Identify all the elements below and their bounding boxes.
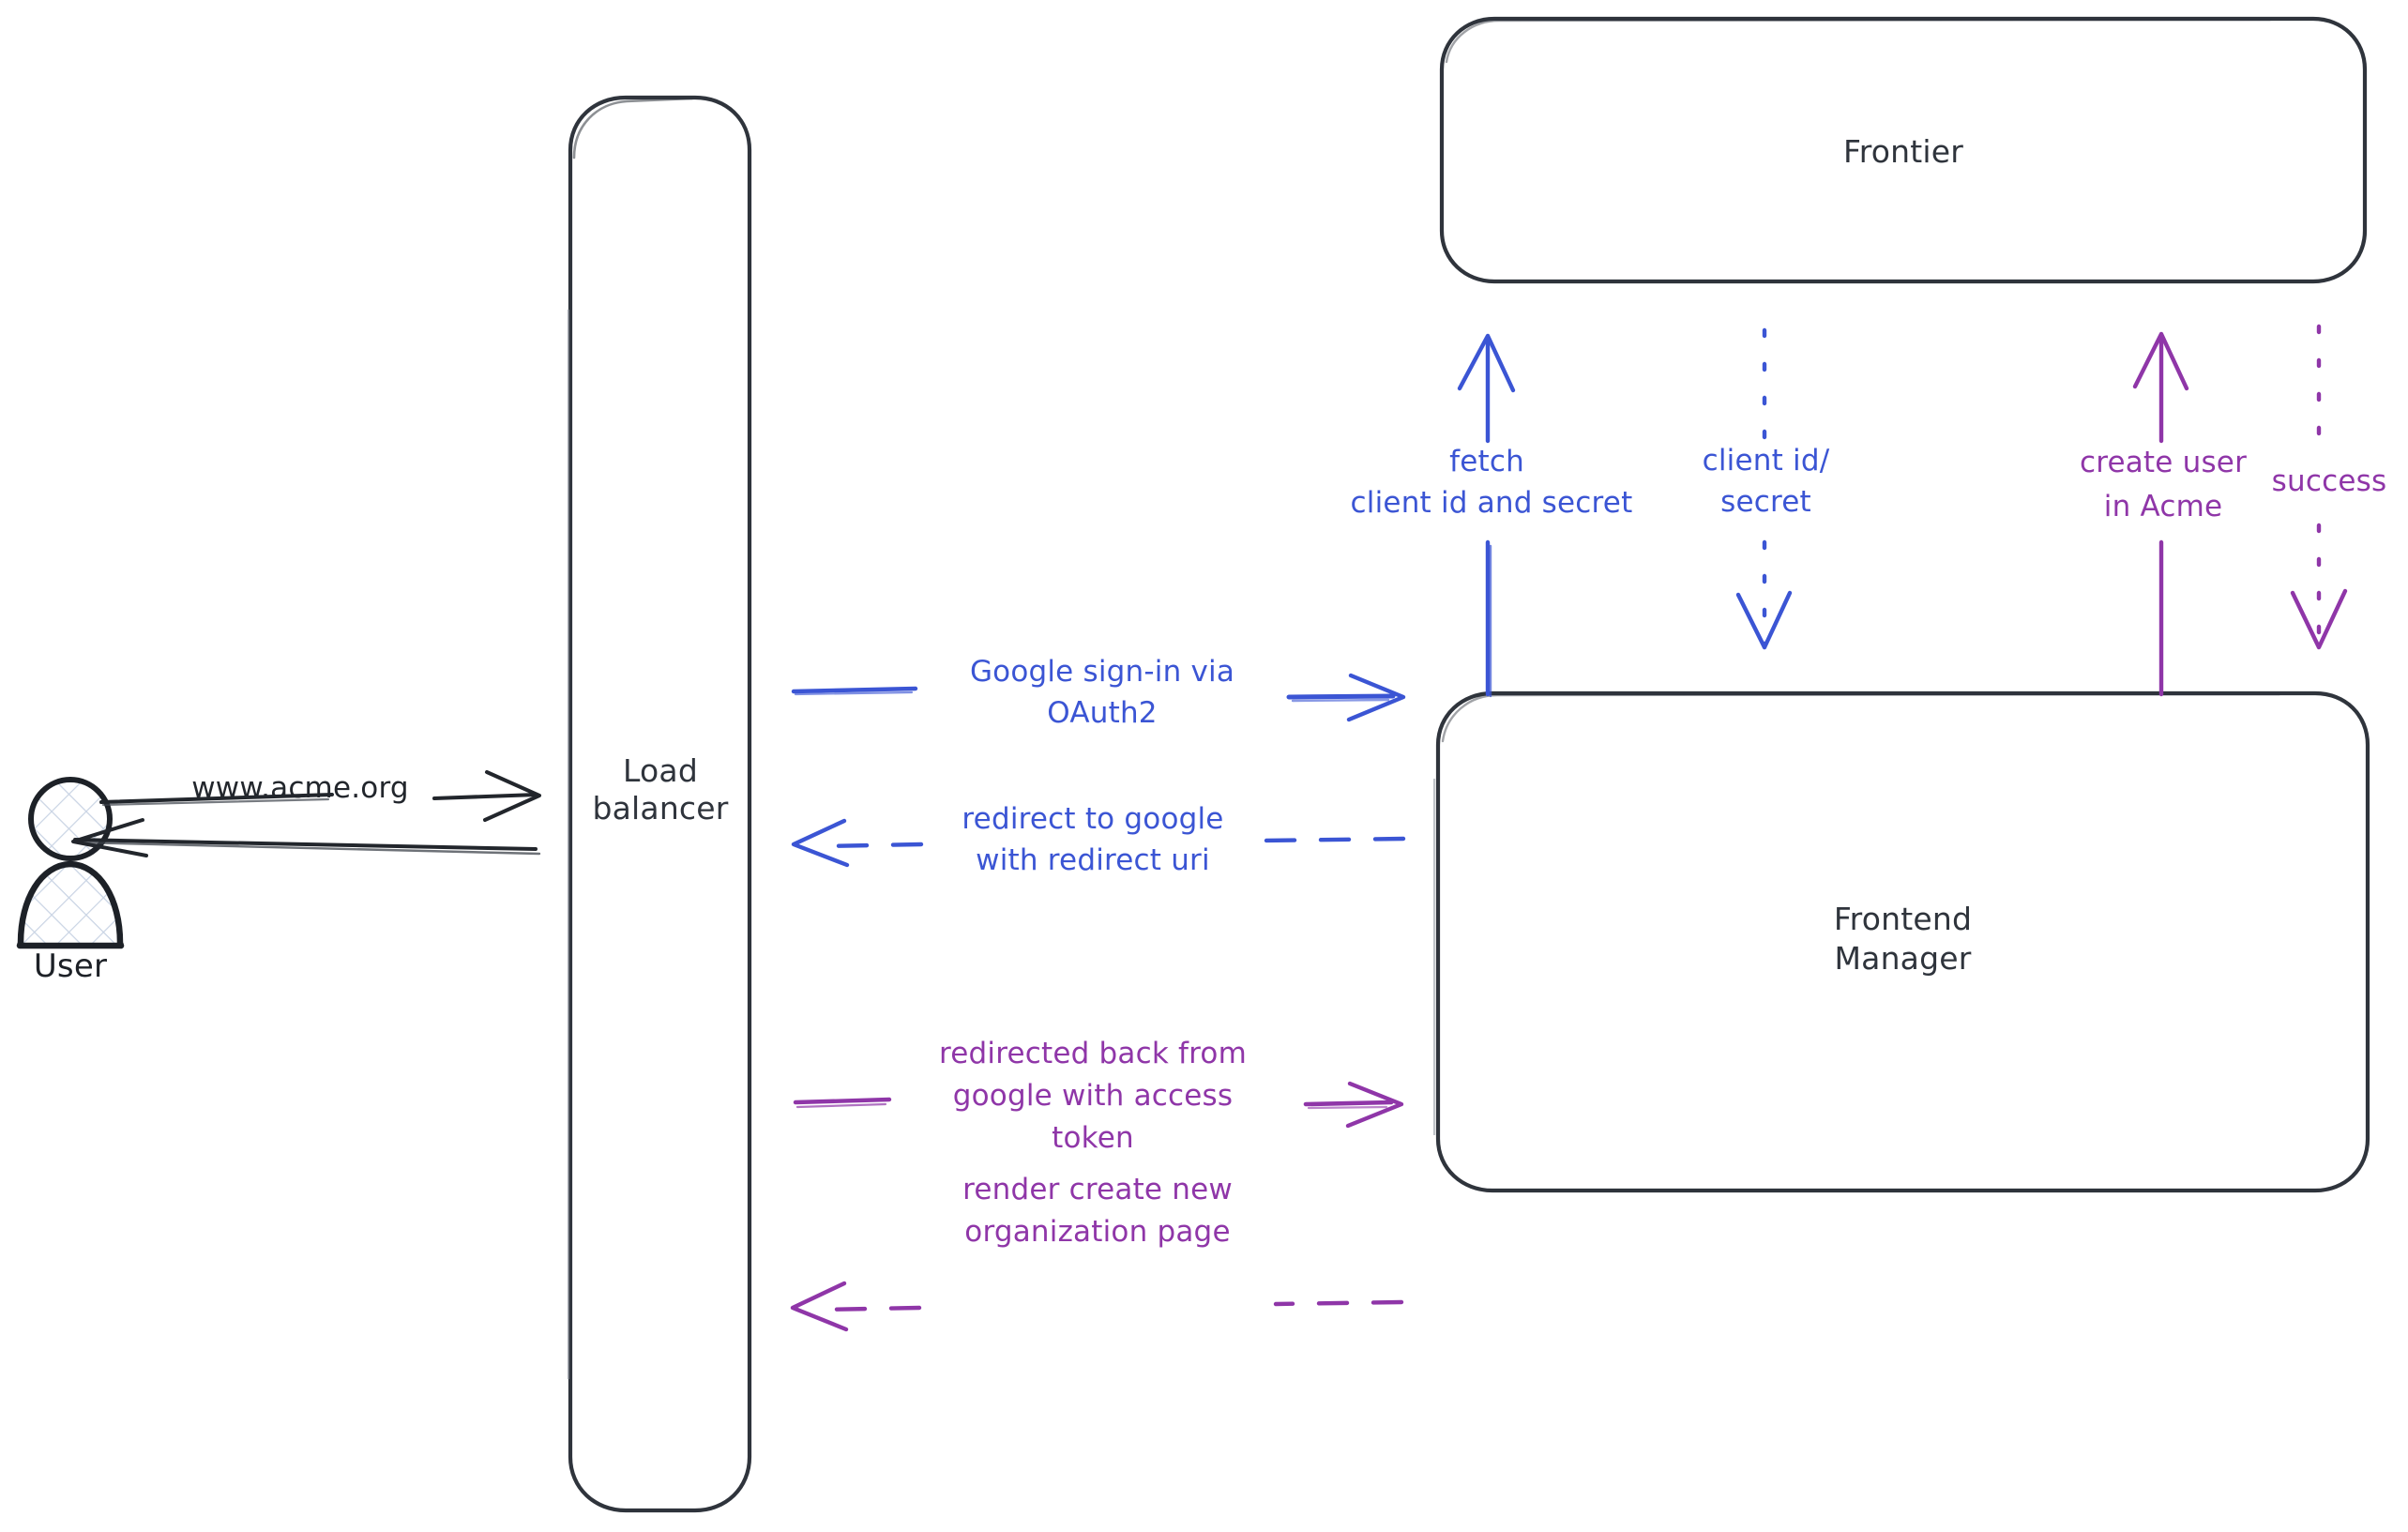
edge-fm-create-user-arrow[interactable]	[2132, 331, 2189, 697]
actor-user-icon[interactable]	[16, 776, 125, 949]
edge-fm-redirect-to-google-arrow[interactable]	[791, 818, 1406, 868]
node-load-balancer-shape[interactable]	[567, 95, 752, 1513]
edge-fm-render-org-page-arrow[interactable]	[790, 1281, 1404, 1332]
edge-lb-google-signin-arrow[interactable]	[791, 673, 1406, 722]
node-load-balancer[interactable]	[570, 98, 750, 1510]
node-frontier-shape[interactable]	[1439, 16, 2368, 284]
node-frontier[interactable]	[1442, 19, 2365, 281]
node-frontend-manager[interactable]	[1438, 693, 2368, 1191]
edge-user-to-lb-arrow[interactable]	[99, 770, 541, 822]
edge-lb-to-user-arrow[interactable]	[71, 818, 541, 857]
edge-fm-fetch-credentials-arrow[interactable]	[1457, 333, 1516, 698]
edge-frontier-success-arrow[interactable]	[2290, 324, 2348, 650]
node-frontend-manager-shape[interactable]	[1432, 690, 2370, 1193]
actor-user[interactable]	[17, 777, 125, 948]
edge-frontier-client-id-secret-arrow[interactable]	[1735, 327, 1793, 650]
edge-lb-redirected-back-arrow[interactable]	[793, 1081, 1404, 1129]
